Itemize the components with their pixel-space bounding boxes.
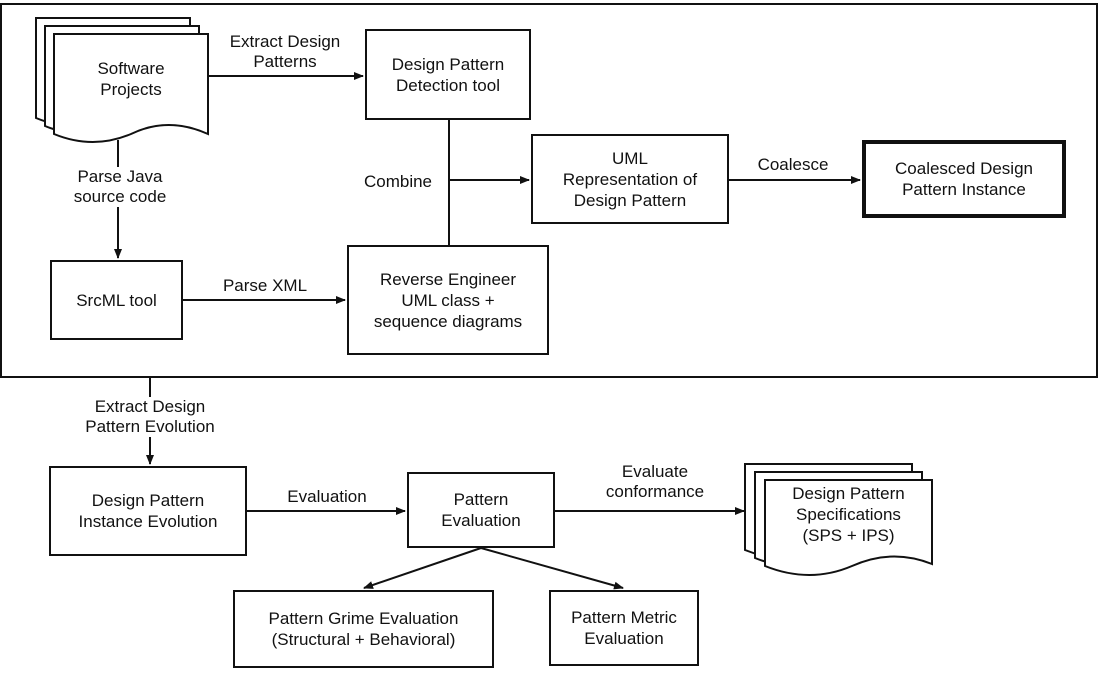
label-extract-evolution: Extract Design Pattern Evolution: [60, 397, 240, 437]
node-detection-tool: Design Pattern Detection tool: [365, 29, 531, 120]
label-evaluate-conformance: Evaluate conformance: [605, 462, 705, 501]
label-parse-xml: Parse XML: [222, 276, 308, 295]
outer-frame: [0, 3, 1098, 378]
edge-to-metric: [480, 547, 624, 590]
node-reverse-engineer: Reverse Engineer UML class + sequence di…: [347, 245, 549, 355]
label-coalesce: Coalesce: [757, 155, 829, 174]
label-extract-design-patterns: Extract Design Patterns: [229, 32, 341, 71]
node-specifications: Design Pattern Specifications (SPS + IPS…: [792, 484, 905, 545]
node-coalesced-instance: Coalesced Design Pattern Instance: [862, 140, 1066, 218]
node-grime-evaluation: Pattern Grime Evaluation (Structural + B…: [233, 590, 494, 668]
label-parse-java: Parse Java source code: [55, 167, 185, 207]
node-uml-representation: UML Representation of Design Pattern: [531, 134, 729, 224]
node-pattern-evaluation: Pattern Evaluation: [407, 472, 555, 548]
specifications-doc-stack: [744, 463, 933, 576]
node-metric-evaluation: Pattern Metric Evaluation: [549, 590, 699, 666]
label-combine: Combine: [363, 172, 433, 191]
software-projects-doc-stack: [35, 17, 209, 143]
node-instance-evolution: Design Pattern Instance Evolution: [49, 466, 247, 556]
node-srcml-tool: SrcML tool: [50, 260, 183, 340]
label-evaluation: Evaluation: [287, 487, 367, 506]
edge-to-grime: [363, 547, 482, 589]
node-software-projects: Software Projects: [97, 59, 165, 99]
